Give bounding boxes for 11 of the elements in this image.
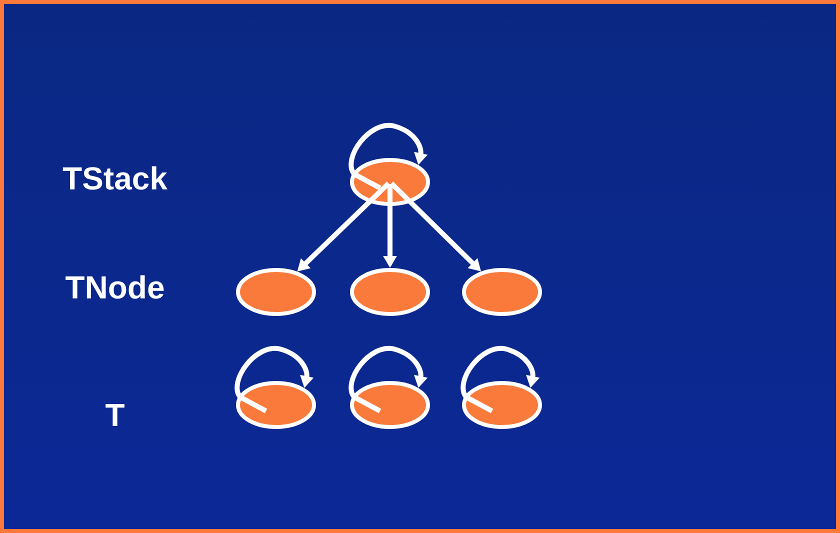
ellipse-node xyxy=(350,381,430,429)
row-label: TStack xyxy=(62,166,168,190)
ellipse-node xyxy=(350,268,430,316)
ellipse-node xyxy=(350,158,430,206)
row-label: TNode xyxy=(66,275,164,299)
ellipse-node xyxy=(462,381,542,429)
row-label: T xyxy=(106,404,124,426)
ellipse-node xyxy=(462,268,542,316)
ellipse-node xyxy=(236,268,316,316)
self-loop-arrow xyxy=(348,122,428,190)
ellipse-node xyxy=(236,381,316,429)
